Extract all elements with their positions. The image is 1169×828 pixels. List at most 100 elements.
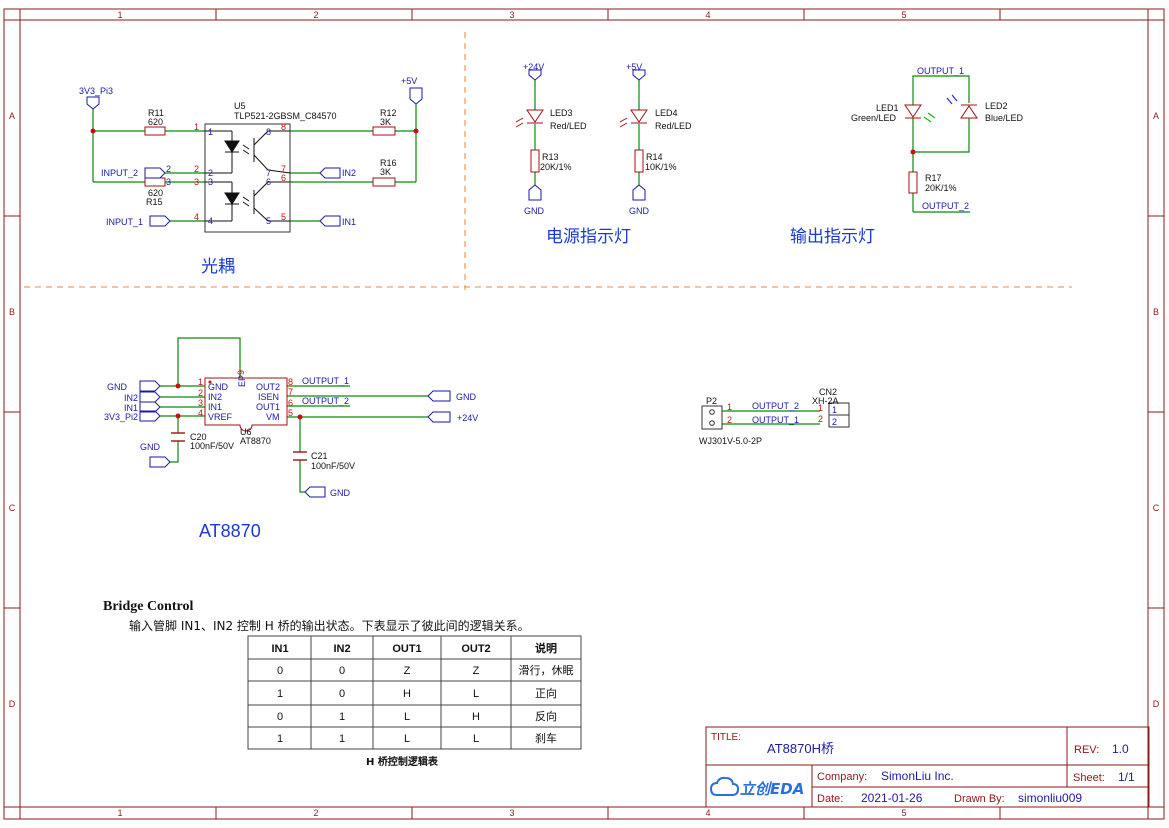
junction-dot — [910, 149, 916, 155]
section-dividers — [24, 32, 1072, 290]
table-cell: L — [473, 688, 479, 700]
u6-pin-vm: VM — [266, 412, 280, 422]
table-cell: L — [404, 733, 410, 745]
connector-section: P2 WJ301V-5.0-2P 1 2 OUTPUT_2 OUTPUT_1 C… — [699, 387, 850, 446]
pin-number: 3 — [198, 398, 203, 408]
r11-resistor[interactable] — [144, 126, 166, 136]
led2-symbol[interactable] — [960, 104, 978, 119]
r12-resistor[interactable] — [372, 126, 396, 136]
table-cell: 0 — [339, 665, 345, 677]
net-port-in1[interactable] — [139, 401, 161, 413]
net-port-24v[interactable] — [427, 411, 451, 423]
table-cell: 正向 — [535, 686, 557, 700]
row-label: D — [9, 699, 16, 709]
r14-resistor[interactable] — [634, 149, 644, 173]
r17-value: 20K/1% — [925, 183, 957, 193]
net-port-gnd-c21[interactable] — [304, 486, 326, 498]
led3-symbol[interactable] — [515, 109, 544, 128]
p2-connector[interactable] — [701, 405, 723, 430]
table-cell: H — [472, 711, 480, 723]
p2-part: WJ301V-5.0-2P — [699, 436, 762, 446]
net-label-output2: OUTPUT_2 — [752, 401, 799, 411]
r17-ref: R17 — [925, 173, 942, 183]
led2-value: Blue/LED — [985, 113, 1024, 123]
net-port-gnd-right[interactable] — [427, 390, 451, 402]
net-port-gnd-c20[interactable] — [149, 456, 171, 468]
r15-resistor[interactable] — [144, 177, 166, 187]
frame-labels: 1 2 3 4 5 1 2 3 4 5 A B C D A B C D — [9, 10, 1160, 818]
r12-ref: R12 — [380, 108, 397, 118]
net-port-input1[interactable] — [149, 215, 171, 227]
net-port-in2[interactable] — [139, 391, 161, 403]
net-port-gnd[interactable] — [139, 380, 161, 392]
bridge-control-description: 输入管脚 IN1、IN2 控制 H 桥的输出状态。下表显示了彼此间的逻辑关系。 — [129, 618, 530, 633]
net-label-24v: +24V — [457, 413, 478, 423]
pin-number: 5 — [288, 408, 293, 418]
net-label-input2: INPUT_2 — [101, 168, 138, 178]
c21-capacitor[interactable] — [293, 451, 307, 461]
title-label: TITLE: — [711, 732, 741, 743]
net-label-output1: OUTPUT_1 — [752, 415, 799, 425]
junction-dot — [90, 128, 96, 134]
table-header: OUT2 — [461, 643, 490, 655]
r15-ref: R15 — [146, 197, 163, 207]
r17-resistor[interactable] — [908, 171, 918, 194]
led1-glow-icon — [923, 112, 936, 123]
led4-symbol[interactable] — [619, 109, 648, 128]
u5-ref: U5 — [234, 101, 246, 111]
pin-number: 4 — [198, 408, 203, 418]
power-flag-3v3 — [86, 96, 100, 110]
net-port-in1[interactable] — [319, 215, 341, 227]
date-label: Date: — [817, 793, 843, 805]
pin-number: 3 — [166, 177, 171, 187]
table-header: IN2 — [333, 643, 350, 655]
u6-pin-ep: EP — [237, 375, 247, 387]
table-cell: Z — [404, 665, 411, 677]
pin-number: 2 — [198, 388, 203, 398]
led3-ref: LED3 — [550, 108, 573, 118]
row-label: D — [1153, 699, 1160, 709]
pin-number: 2 — [818, 414, 823, 424]
col-label: 4 — [705, 808, 710, 818]
junction-dot — [413, 128, 419, 134]
led4-value: Red/LED — [655, 121, 692, 131]
junction-dot — [175, 383, 181, 389]
net-label-3v3: 3V3_Pi3 — [79, 86, 113, 96]
u5-body[interactable] — [204, 123, 291, 233]
table-cell: L — [404, 711, 410, 723]
section-title-driver: AT8870 — [199, 521, 261, 541]
title-value: AT8870H桥 — [767, 741, 834, 756]
junction-dot — [175, 413, 181, 419]
pin-number: 2 — [208, 168, 213, 178]
led1-ref: LED1 — [876, 103, 899, 113]
led1-symbol[interactable] — [904, 104, 922, 119]
u6-pin-gnd: GND — [208, 382, 229, 392]
table-cell: 0 — [277, 665, 283, 677]
r13-resistor[interactable] — [530, 149, 540, 173]
net-label-gnd: GND — [629, 206, 650, 216]
rev-value: 1.0 — [1112, 742, 1129, 756]
bridge-control-heading: Bridge Control — [103, 599, 193, 614]
logic-table — [247, 635, 582, 750]
net-port-in2[interactable] — [319, 167, 341, 179]
r16-resistor[interactable] — [372, 177, 396, 187]
net-port-input2[interactable] — [144, 167, 166, 179]
u6-body[interactable] — [204, 377, 288, 432]
eda-logo: 立创EDA — [709, 776, 804, 798]
col-label: 4 — [705, 10, 710, 20]
led3-value: Red/LED — [550, 121, 587, 131]
col-label: 2 — [313, 808, 318, 818]
c20-capacitor[interactable] — [171, 432, 185, 442]
junction-dot — [297, 414, 303, 420]
r11-value: 620 — [148, 117, 163, 127]
c20-ref: C20 — [190, 432, 207, 442]
c21-value: 100nF/50V — [311, 461, 355, 471]
col-label: 1 — [117, 808, 122, 818]
led2-glow-icon — [946, 94, 958, 105]
section-title-power-indicator: 电源指示灯 — [546, 227, 631, 247]
net-label-gnd: GND — [140, 442, 161, 452]
company-label: Company: — [817, 771, 867, 783]
table-cell: Z — [473, 665, 480, 677]
net-port-3v3[interactable] — [139, 410, 161, 422]
